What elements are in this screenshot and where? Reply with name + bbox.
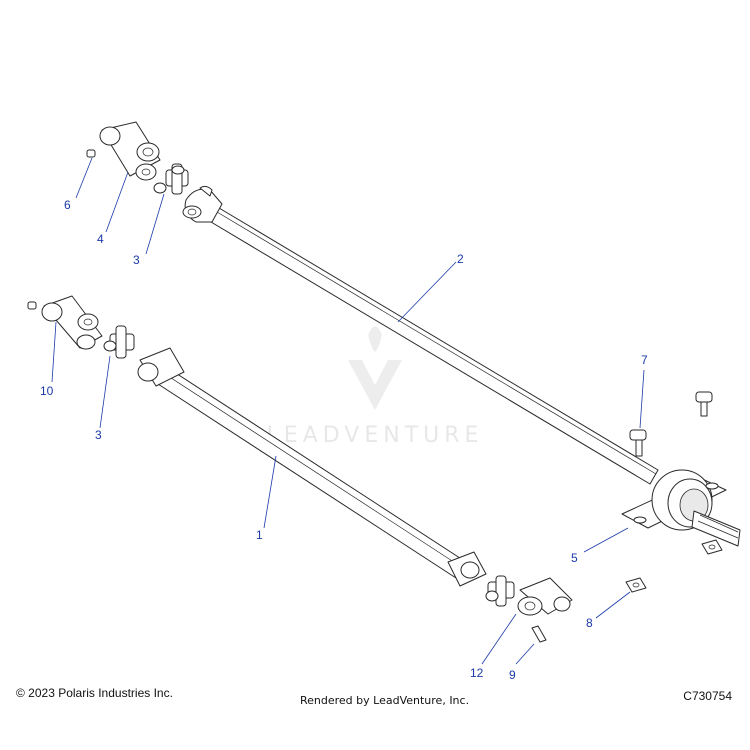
slip-yoke-lower[interactable] (41, 295, 103, 350)
bolt-left[interactable] (629, 429, 647, 457)
u-joint-lower-left[interactable] (103, 325, 135, 359)
rear-prop-shaft[interactable] (182, 185, 659, 485)
callout-12[interactable]: 12 (470, 666, 484, 680)
front-prop-shaft[interactable] (137, 347, 487, 587)
watermark-text: LEADVENTURE (267, 423, 484, 448)
callout-7[interactable]: 7 (641, 353, 648, 367)
yoke-lower-right[interactable] (517, 577, 573, 616)
callout-9[interactable]: 9 (509, 668, 516, 682)
copyright-text: © 2023 Polaris Industries Inc. (16, 686, 173, 700)
callout-3-lower[interactable]: 3 (95, 428, 102, 442)
bolt-right[interactable] (695, 391, 713, 417)
u-joint-lower-right[interactable] (485, 575, 515, 607)
diagram-id: C730754 (683, 689, 732, 703)
roll-pin[interactable] (531, 625, 547, 643)
callout-4[interactable]: 4 (97, 232, 104, 246)
grease-fitting-upper[interactable] (86, 149, 96, 158)
nut-lower[interactable] (625, 577, 647, 593)
carrier-bearing[interactable] (621, 469, 741, 547)
callouts: 6 4 3 2 10 3 1 5 7 8 12 9 (40, 198, 648, 682)
leader-lines (51, 157, 645, 665)
rendered-by-text: Rendered by LeadVenture, Inc. (300, 694, 470, 707)
callout-8[interactable]: 8 (586, 616, 593, 630)
callout-2[interactable]: 2 (457, 252, 464, 266)
callout-3-upper[interactable]: 3 (133, 253, 140, 267)
watermark: LEADVENTURE (267, 326, 484, 448)
callout-1[interactable]: 1 (256, 528, 263, 542)
callout-5[interactable]: 5 (571, 551, 578, 565)
u-joint-upper[interactable] (153, 163, 189, 195)
nut-right[interactable] (701, 539, 723, 555)
callout-10[interactable]: 10 (40, 384, 54, 398)
slip-yoke-upper[interactable] (99, 121, 161, 181)
callout-6[interactable]: 6 (64, 198, 71, 212)
grease-fitting-lower[interactable] (27, 301, 37, 310)
watermark-logo-icon (348, 326, 402, 410)
